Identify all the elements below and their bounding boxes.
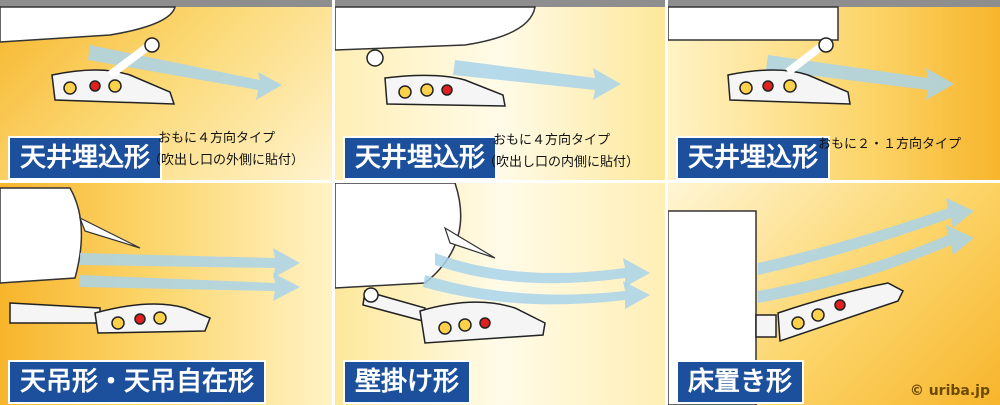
panel-wall-mounted: 壁掛け形 (335, 183, 665, 405)
panel-label: 壁掛け形 (343, 360, 472, 404)
panel-note-line2: （吹出し口の外側に貼付） (148, 153, 305, 168)
airflow-arrow-upper (80, 248, 300, 278)
panel-1-illustration (0, 6, 282, 105)
ceiling-bar (335, 0, 665, 7)
ceiling-unit (668, 6, 839, 41)
airflow-arrow-upper (435, 253, 650, 287)
panel-label: 床置き形 (676, 360, 805, 404)
panel-label: 天井埋込形 (343, 136, 498, 180)
ceiling-unit (335, 6, 536, 51)
copyright: © uriba.jp (909, 383, 990, 399)
ceiling-unit (0, 6, 176, 43)
panel-label: 天吊形・天吊自在形 (8, 360, 267, 404)
airflow-arrow-lower (758, 225, 974, 303)
airflow-arrow (453, 60, 621, 100)
panel-label: 天井埋込形 (676, 136, 831, 180)
louver-accessory (366, 49, 506, 107)
panel-2-illustration (335, 6, 621, 107)
louver-accessory (727, 37, 851, 105)
ceiling-bar (668, 0, 1000, 7)
louver-accessory (362, 287, 546, 344)
panel-ceiling-cassette-inner: 天井埋込形 おもに４方向タイプ （吹出し口の内側に貼付） (335, 0, 665, 180)
panel-4-illustration (0, 187, 300, 334)
panel-6-illustration (668, 198, 974, 405)
ceiling-bar (0, 0, 332, 7)
suspended-unit (0, 187, 83, 284)
louver-accessory (9, 302, 211, 334)
panel-label: 天井埋込形 (8, 136, 163, 180)
panel-ceiling-cassette-outer: 天井埋込形 おもに４方向タイプ （吹出し口の外側に貼付） (0, 0, 332, 180)
louver-accessory (755, 282, 904, 343)
airflow-arrow-lower (423, 275, 650, 309)
panel-note-line1: おもに４方向タイプ (493, 133, 611, 148)
panel-note-line1: おもに４方向タイプ (158, 131, 276, 146)
panel-note-line1: おもに２・１方向タイプ (818, 137, 962, 152)
louver-accessory (51, 37, 176, 105)
unit-vane (78, 216, 141, 249)
panel-note-line2: （吹出し口の内側に貼付） (483, 155, 640, 170)
unit-vane (443, 226, 496, 259)
airflow-arrow-lower (80, 273, 300, 301)
panel-3-illustration (668, 6, 954, 105)
panel-5-illustration (335, 183, 650, 344)
panel-ceiling-suspended: 天吊形・天吊自在形 (0, 183, 332, 405)
panel-floor-standing: 床置き形 © uriba.jp (668, 183, 1000, 405)
airflow-arrow (766, 55, 954, 100)
wall-unit (335, 183, 462, 289)
panel-ceiling-cassette-2way: 天井埋込形 おもに２・１方向タイプ (668, 0, 1000, 180)
airflow-arrow-upper (758, 198, 974, 275)
